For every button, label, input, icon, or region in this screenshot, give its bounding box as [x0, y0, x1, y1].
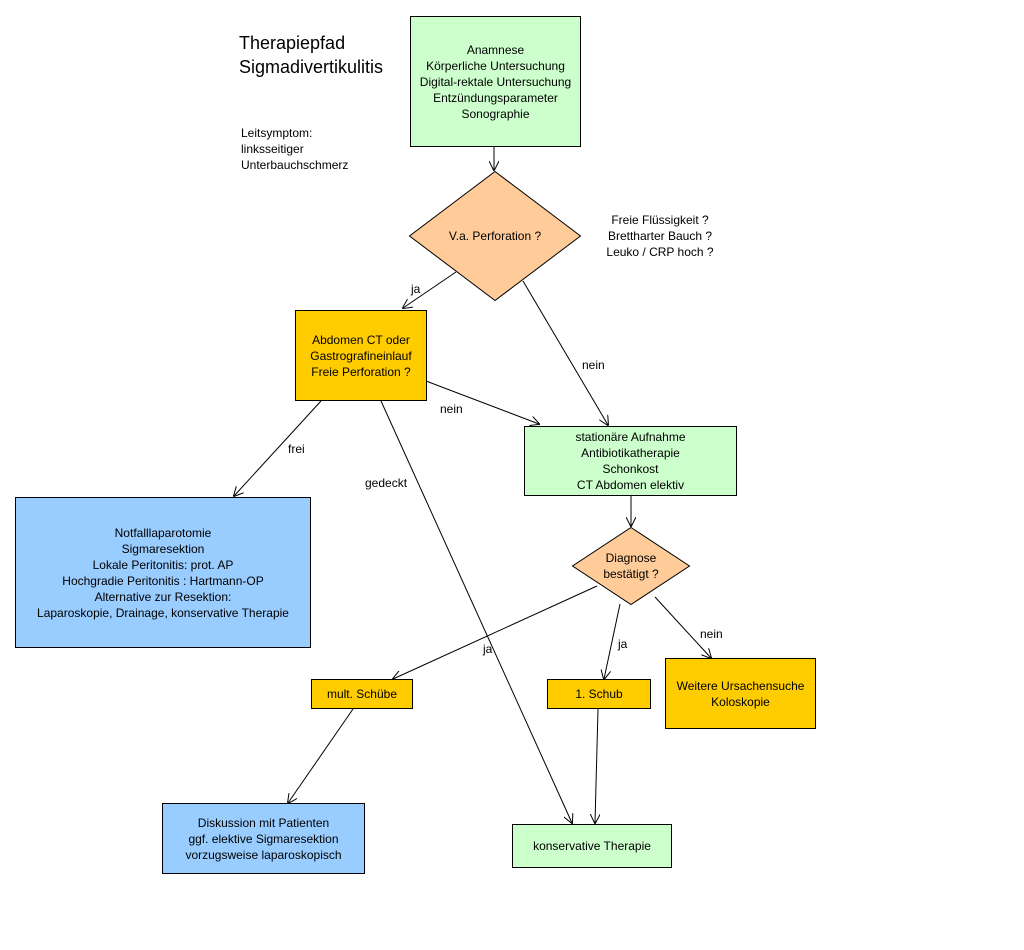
- arrow-ct-frei-to-notfall: [234, 400, 322, 496]
- node-ursachensuche: Weitere Ursachensuche Koloskopie: [665, 658, 816, 729]
- edge-label-ja-mult: ja: [483, 642, 493, 656]
- node-perforation-question: V.a. Perforation ?: [448, 229, 542, 243]
- node-diagnose: Diagnose bestätigt ?: [603, 551, 659, 581]
- node-notfall: Notfalllaparotomie Sigmaresektion Lokale…: [15, 497, 311, 648]
- arrow-schub-to-konservativ: [595, 708, 598, 823]
- node-diagnose-shape: [571, 526, 691, 606]
- node-konservative-therapie: konservative Therapie: [512, 824, 672, 868]
- leitsymptom-note: Leitsymptom: linksseitiger Unterbauchsch…: [241, 126, 349, 172]
- node-mult-schuebe: mult. Schübe: [311, 679, 413, 709]
- arrow-mult-to-diskussion: [288, 708, 354, 803]
- edge-label-nein-perforation: nein: [582, 358, 605, 372]
- arrow-diagnose-ja-to-schub: [604, 603, 621, 679]
- node-erster-schub: 1. Schub: [547, 679, 651, 709]
- node-anamnese: Anamnese Körperliche Untersuchung Digita…: [410, 16, 581, 147]
- node-stationaer: stationäre Aufnahme Antibiotikatherapie …: [524, 426, 737, 496]
- arrow-diagnose-ja-to-mult: [393, 585, 598, 679]
- edge-label-frei: frei: [288, 442, 305, 456]
- perforation-criteria-note: Freie Flüssigkeit ? Brettharter Bauch ? …: [606, 213, 714, 259]
- node-ct: Abdomen CT oder Gastrografineinlauf Frei…: [295, 310, 427, 401]
- edge-label-gedeckt: gedeckt: [365, 476, 408, 490]
- arrow-ct-gedeckt-to-konservativ: [380, 400, 572, 823]
- node-diskussion: Diskussion mit Patienten ggf. elektive S…: [162, 803, 365, 874]
- edge-label-nein-ct: nein: [440, 402, 463, 416]
- diagram-title: Therapiepfad Sigmadivertikulitis: [239, 33, 384, 77]
- arrow-diagnose-nein-to-ursache: [654, 596, 711, 658]
- edge-label-nein-ursache: nein: [700, 627, 723, 641]
- arrow-perforation-nein-to-stationaer: [522, 280, 608, 425]
- arrow-perforation-ja-to-ct: [403, 271, 457, 308]
- node-perforation-question-shape: [408, 170, 582, 302]
- edge-label-ja-ct: ja: [411, 282, 421, 296]
- arrow-ct-nein-to-stationaer: [425, 380, 539, 424]
- edge-label-ja-schub: ja: [618, 637, 628, 651]
